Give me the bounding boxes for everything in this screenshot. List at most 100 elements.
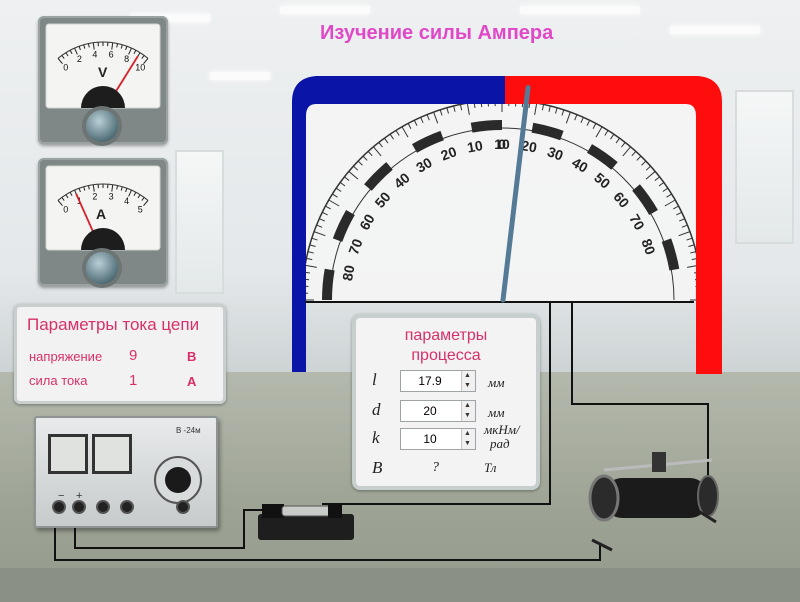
protractor-tick [307, 251, 314, 254]
protractor-tick [389, 133, 394, 140]
voltmeter-scale-label: 6 [109, 50, 114, 60]
process-params-panel: параметры процесса l 17.9 ▲▼ мм d 20 ▲▼ … [352, 314, 540, 490]
protractor-block [412, 130, 444, 153]
protractor-tick [304, 264, 317, 268]
protractor-right-label: 70 [626, 211, 648, 233]
protractor-tick [453, 105, 456, 112]
psu-jack[interactable] [98, 502, 108, 512]
protractor-tick [662, 187, 669, 192]
ammeter-tick [128, 189, 132, 197]
ceiling-light [670, 26, 760, 34]
d-symbol: d [372, 400, 381, 419]
psu-ammeter-window [92, 434, 132, 474]
psu-jack[interactable] [122, 502, 132, 512]
protractor-block [632, 184, 658, 215]
protractor-block [364, 162, 393, 191]
ammeter-dial: 012345 [45, 165, 161, 255]
protractor-tick [413, 120, 418, 126]
voltmeter-tick [65, 52, 69, 57]
k-stepper[interactable]: ▲▼ [461, 429, 475, 449]
protractor-right-label: 10 [494, 136, 510, 152]
protractor-tick [534, 102, 538, 115]
psu-plus-label: + [76, 490, 83, 502]
protractor-tick [622, 146, 631, 157]
voltmeter-tick [143, 58, 149, 65]
psu-voltage-knob[interactable] [154, 456, 202, 504]
protractor-block [661, 238, 680, 271]
protractor-tick [679, 218, 685, 222]
b-unit: Тл [484, 460, 497, 475]
protractor-tick [426, 114, 430, 121]
d-stepper[interactable]: ▲▼ [461, 401, 475, 421]
ammeter-unit: A [96, 206, 107, 222]
current-value: 1 [129, 372, 138, 389]
ammeter-tick [65, 194, 69, 199]
protractor-left-label: 30 [413, 154, 435, 176]
protractor-tick [645, 171, 656, 180]
l-unit: мм [488, 375, 505, 390]
d-spinbox[interactable]: 20 ▲▼ [400, 400, 476, 422]
circuit-params-panel: Параметры тока цепи напряжение 9 В сила … [14, 304, 226, 404]
d-unit: мм [488, 405, 505, 420]
protractor-tick [459, 104, 463, 111]
l-value: 17.9 [418, 374, 442, 388]
ammeter-scale-label: 4 [124, 196, 129, 206]
protractor-tick [686, 237, 693, 241]
protractor-tick [595, 126, 603, 138]
protractor-tick [306, 257, 313, 261]
ammeter-tick [141, 197, 145, 201]
protractor-tick [554, 107, 558, 114]
protractor-tick [561, 109, 565, 116]
voltmeter-tick [133, 49, 137, 54]
ceiling-light [280, 6, 370, 14]
protractor-tick [357, 160, 363, 166]
k-spinbox[interactable]: 10 ▲▼ [400, 428, 476, 450]
table-edge [0, 568, 800, 602]
protractor-block [470, 120, 502, 133]
protractor-tick [645, 165, 651, 171]
protractor-tick [574, 114, 578, 121]
ammeter-scale-label: 2 [92, 192, 97, 202]
d-value: 20 [423, 404, 437, 418]
wire [571, 302, 709, 488]
b-value: ? [432, 460, 439, 475]
protractor-tick [666, 193, 672, 198]
voltmeter-scale-label: 2 [77, 54, 82, 64]
protractor-tick [676, 211, 682, 216]
protractor-tick [328, 199, 340, 207]
psu-minus-label: − [58, 490, 65, 502]
voltmeter-tick [111, 42, 114, 50]
voltmeter-tick [137, 52, 141, 57]
voltmeter-tick [128, 47, 132, 55]
voltmeter-zero-knob[interactable] [86, 110, 118, 142]
ammeter: 012345 A [38, 158, 168, 286]
voltmeter-tick [116, 43, 119, 48]
protractor-tick [367, 151, 373, 157]
protractor-tick [353, 165, 359, 171]
l-stepper[interactable]: ▲▼ [461, 371, 475, 391]
protractor-tick [311, 237, 318, 241]
protractor-tick [636, 155, 642, 161]
voltmeter-scale-label: 0 [63, 63, 68, 73]
protractor-tick [446, 107, 450, 114]
current-unit: А [187, 374, 197, 389]
protractor-right-label: 20 [520, 137, 538, 155]
protractor-tick [319, 218, 325, 222]
protractor-left-label: 80 [339, 264, 357, 282]
psu-jack-plus[interactable] [74, 502, 84, 512]
protractor-block [332, 210, 355, 242]
protractor-block [587, 144, 618, 170]
protractor-tick [344, 176, 350, 181]
k-unit-line1: мкНм/ [484, 422, 520, 437]
protractor-tick [395, 130, 400, 136]
protractor-right-label: 80 [638, 237, 658, 257]
ammeter-tick [137, 194, 141, 199]
protractor-right-label: 40 [569, 154, 591, 176]
l-spinbox[interactable]: 17.9 ▲▼ [400, 370, 476, 392]
psu-jack[interactable] [178, 502, 188, 512]
protractor-tick [604, 130, 609, 136]
ammeter-zero-knob[interactable] [86, 252, 118, 284]
psu-jack-minus[interactable] [54, 502, 64, 512]
ammeter-tick [83, 186, 86, 191]
